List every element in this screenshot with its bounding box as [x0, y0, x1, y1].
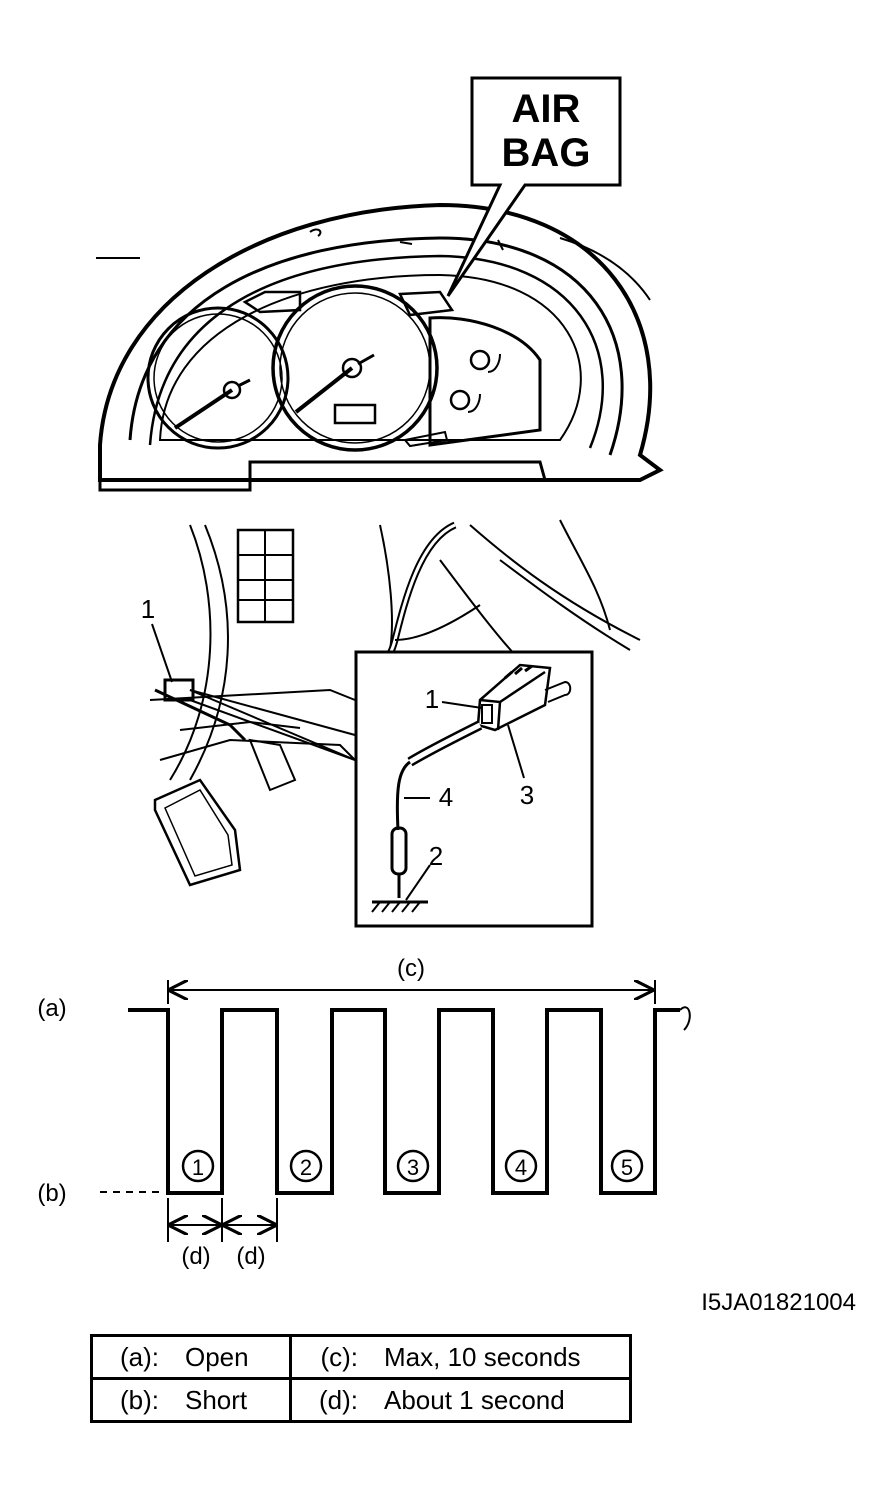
level-a-label: (a) [37, 995, 66, 1022]
airbag-warning-lamp [398, 290, 455, 317]
legend-table: (a): Open (c): Max, 10 seconds (b): Short (… [90, 1334, 632, 1423]
airbag-label-line2: BAG [502, 131, 591, 175]
figure-code: I5JA01821004 [701, 1289, 856, 1316]
waveform-trace [128, 1008, 680, 1195]
overview-callout-1: 1 [141, 594, 155, 624]
span-label: (c) [397, 955, 425, 982]
legend-row: (a): Open (c): Max, 10 seconds [90, 1334, 632, 1380]
pulse-number-5: 5 [621, 1155, 633, 1180]
speedometer [271, 284, 439, 452]
pulse-number-1: 1 [192, 1155, 204, 1180]
pulse-number-2: 2 [300, 1155, 312, 1180]
legend-row: (b): Short (d): About 1 second [90, 1377, 632, 1423]
legend-key: (b): [120, 1384, 159, 1415]
legend-cell: (a): Open [90, 1334, 292, 1380]
pulse-number-3: 3 [407, 1155, 419, 1180]
detail-callout-4: 4 [439, 782, 453, 812]
tachometer [146, 306, 290, 450]
airbag-label-callout: AIR BAG [446, 76, 622, 297]
instrument-cluster-illustration [96, 202, 664, 492]
detail-callout-1: 1 [425, 684, 439, 714]
detail-callout-3: 3 [520, 780, 534, 810]
airbag-label-line1: AIR [512, 87, 581, 131]
level-b-label: (b) [37, 1180, 66, 1207]
legend-value: Open [185, 1341, 249, 1372]
pulse-number-4: 4 [515, 1155, 527, 1180]
legend-key: (c): [320, 1341, 358, 1372]
legend-key: (a): [120, 1341, 159, 1372]
connector-detail-inset: 1 3 4 2 [354, 650, 594, 928]
legend-cell: (d): About 1 second [289, 1377, 632, 1423]
detail-callout-2: 2 [429, 841, 443, 871]
under-dash-illustration [149, 519, 641, 887]
interval-label-1: (d) [181, 1243, 210, 1270]
legend-key: (d): [319, 1384, 358, 1415]
signal-waveform: 1 2 3 4 5 (a) (b) (c) (d) (d) [37, 955, 691, 1270]
legend-cell: (c): Max, 10 seconds [289, 1334, 632, 1380]
legend-value: About 1 second [384, 1384, 565, 1415]
interval-label-2: (d) [236, 1243, 265, 1270]
legend-value: Max, 10 seconds [384, 1341, 581, 1372]
legend-value: Short [185, 1384, 248, 1415]
legend-cell: (b): Short [90, 1377, 292, 1423]
